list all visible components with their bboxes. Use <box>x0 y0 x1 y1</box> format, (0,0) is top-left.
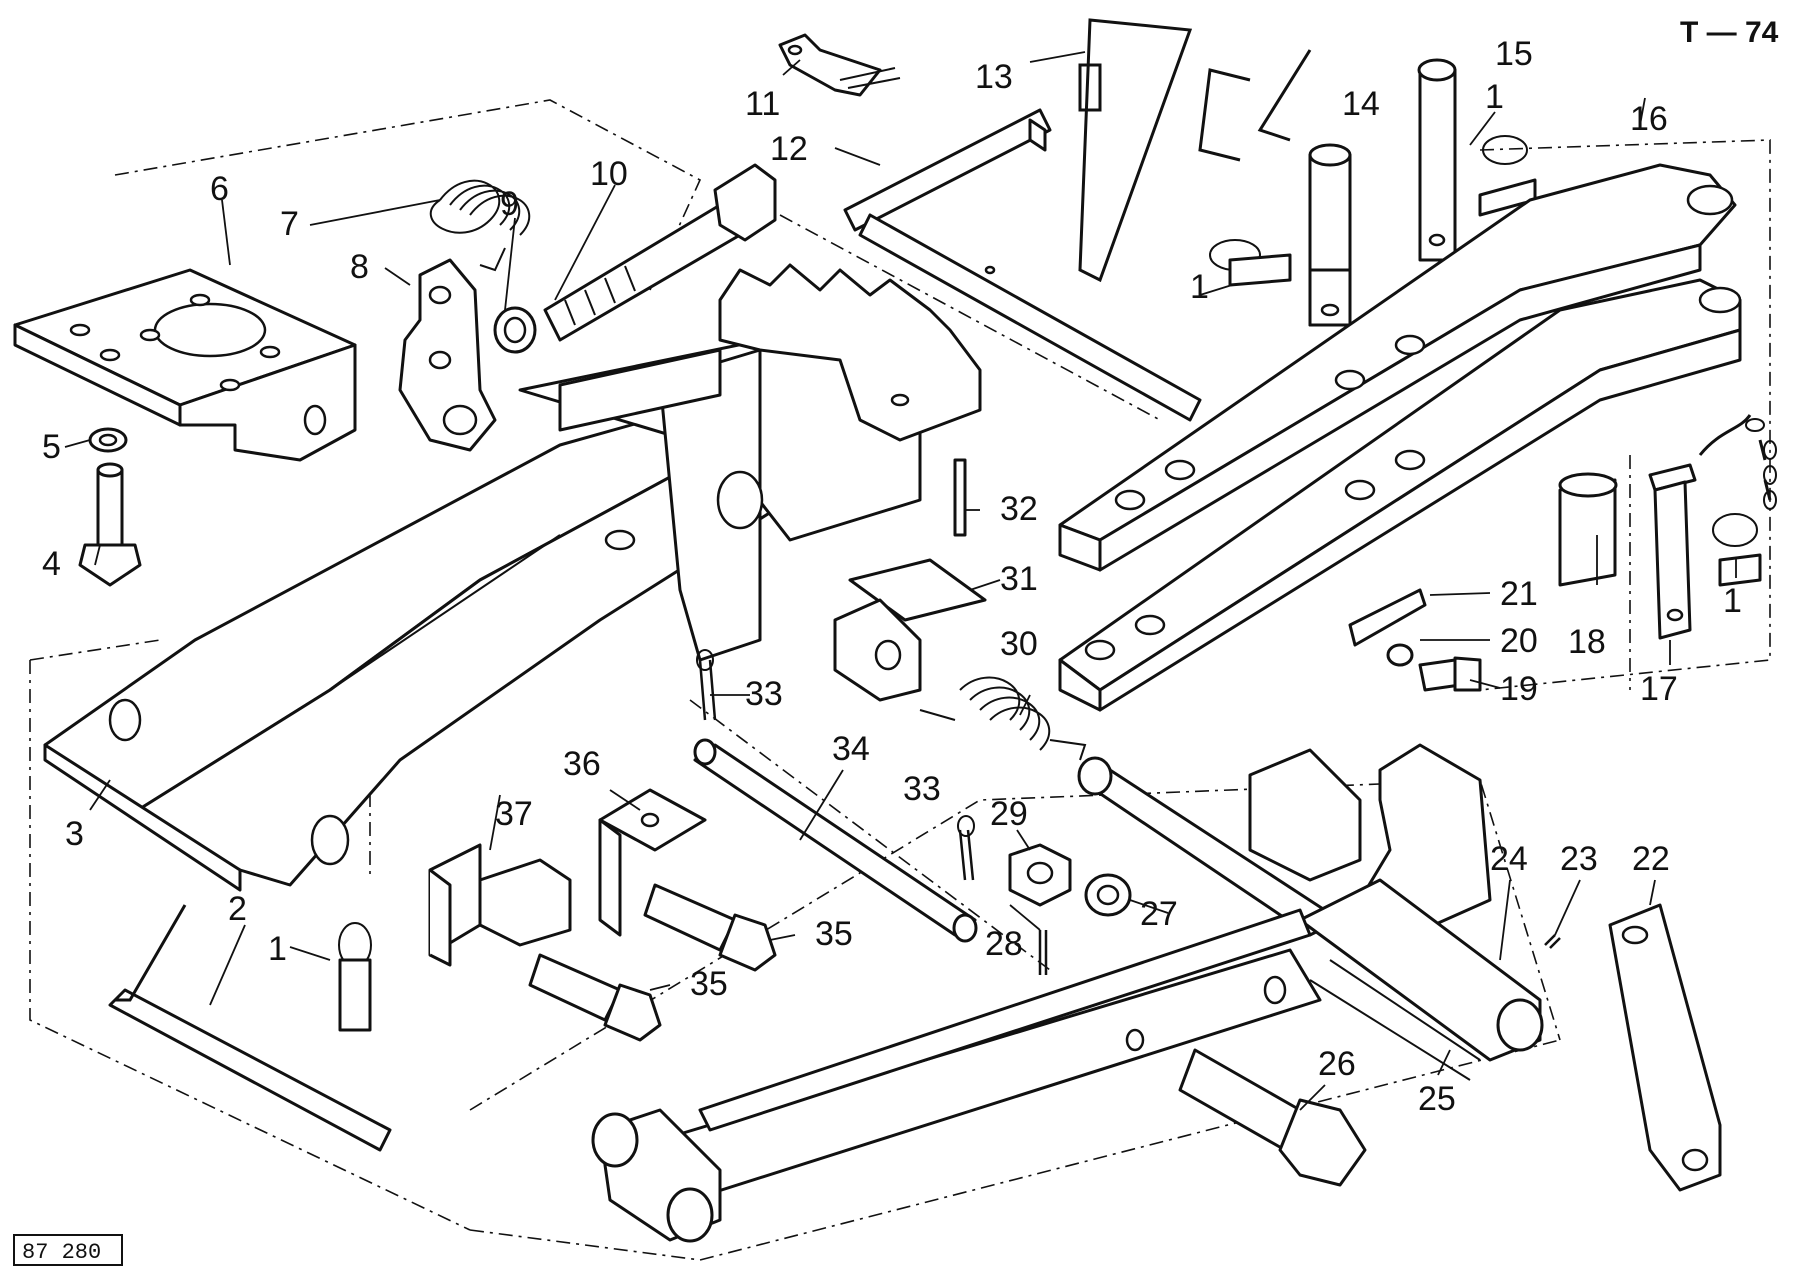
part-16-top-drawbar <box>1058 163 1737 572</box>
callout-21: 21 <box>1500 575 1538 613</box>
callout-20: 20 <box>1500 622 1538 660</box>
part-35-bolt-a <box>643 883 777 972</box>
callout-35: 35 <box>690 965 728 1003</box>
callout-labels: 1 1 1 1 2 3 4 5 6 7 8 9 10 11 12 13 14 1… <box>42 35 1742 1118</box>
lower-drawbar <box>1058 278 1742 712</box>
callout-1: 1 <box>1485 78 1504 116</box>
part-26-bolt <box>1178 1048 1367 1187</box>
part-13-wire-clip <box>1078 18 1312 283</box>
part-9-washer <box>493 306 537 354</box>
callout-19: 19 <box>1500 670 1538 708</box>
callout-35: 35 <box>815 915 853 953</box>
callout-14: 14 <box>1342 85 1380 123</box>
callout-33: 33 <box>745 675 783 713</box>
callout-22: 22 <box>1632 840 1670 878</box>
part-4-bolt <box>78 462 142 587</box>
part-6-mounting-plate <box>13 268 357 462</box>
callout-5: 5 <box>42 428 61 466</box>
part-20-washer <box>1386 643 1414 667</box>
callout-15: 15 <box>1495 35 1533 73</box>
callout-29: 29 <box>990 795 1028 833</box>
part-30-spring <box>919 676 1087 761</box>
callout-18: 18 <box>1568 623 1606 661</box>
callout-26: 26 <box>1318 1045 1356 1083</box>
part-3-main-frame <box>43 318 922 892</box>
callout-1: 1 <box>1190 268 1209 306</box>
part-17-pin-with-chain <box>1648 414 1777 640</box>
part-35-bolt-b <box>528 953 662 1042</box>
part-1-linch-pin-d <box>338 922 372 1032</box>
callout-16: 16 <box>1630 100 1668 138</box>
part-1-linch-pin-c <box>1712 513 1762 587</box>
callout-12: 12 <box>770 130 808 168</box>
part-7-spring <box>429 179 531 272</box>
callout-33: 33 <box>903 770 941 808</box>
callout-4: 4 <box>42 545 61 583</box>
part-14-pin <box>1308 143 1352 327</box>
callout-34: 34 <box>832 730 870 768</box>
part-22-strap <box>1608 903 1722 1192</box>
callout-37: 37 <box>495 795 533 833</box>
part-11-small-bracket <box>778 33 901 97</box>
callout-31: 31 <box>1000 560 1038 598</box>
part-33-split-pin-a <box>696 649 717 721</box>
callout-1: 1 <box>268 930 287 968</box>
drawing-code-box: 87 280 <box>13 1234 123 1266</box>
part-18-bushing <box>1558 472 1618 587</box>
part-29-castle-nut <box>1008 843 1072 907</box>
callout-6: 6 <box>210 170 229 208</box>
callout-23: 23 <box>1560 840 1598 878</box>
callout-28: 28 <box>985 925 1023 963</box>
part-8-link <box>398 258 497 452</box>
callout-32: 32 <box>1000 490 1038 528</box>
callout-11: 11 <box>745 85 780 123</box>
part-27-washer <box>1084 873 1132 917</box>
part-36-bracket <box>598 788 707 937</box>
callout-10: 10 <box>590 155 628 193</box>
callout-17: 17 <box>1640 670 1678 708</box>
part-34-long-pin <box>693 738 978 943</box>
part-24-lower-link-arm <box>591 743 1544 1243</box>
callout-1: 1 <box>1723 582 1742 620</box>
part-31-pivot-block <box>833 558 987 702</box>
drawing-code: 87 280 <box>22 1240 101 1265</box>
callout-9: 9 <box>500 185 519 223</box>
part-10-bolt <box>543 163 777 342</box>
part-5-nut <box>88 427 128 453</box>
callout-leaders <box>64 51 1737 1111</box>
part-21-plate <box>1348 588 1427 647</box>
part-2-drawbar-pin <box>108 904 392 1152</box>
sheet-reference: T — 74 <box>1680 16 1779 49</box>
callout-13: 13 <box>975 58 1013 96</box>
callout-27: 27 <box>1140 895 1178 933</box>
callout-24: 24 <box>1490 840 1528 878</box>
callout-25: 25 <box>1418 1080 1456 1118</box>
part-12-cross-bar <box>843 108 1202 422</box>
callout-7: 7 <box>280 205 299 243</box>
callout-30: 30 <box>1000 625 1038 663</box>
callout-8: 8 <box>350 248 369 286</box>
part-32-pin <box>953 458 967 537</box>
part-37-block <box>428 843 572 967</box>
callout-36: 36 <box>563 745 601 783</box>
toothed-sector <box>718 263 982 442</box>
part-1-linch-pin-b <box>1209 239 1292 287</box>
callout-3: 3 <box>65 815 84 853</box>
part-15-pin <box>1417 58 1457 262</box>
part-19-bolt <box>1418 656 1482 692</box>
callout-2: 2 <box>228 890 247 928</box>
part-28-split-pin <box>1038 930 1048 975</box>
part-33-split-pin-b <box>957 815 975 881</box>
part-23-split-pin <box>1544 934 1561 949</box>
